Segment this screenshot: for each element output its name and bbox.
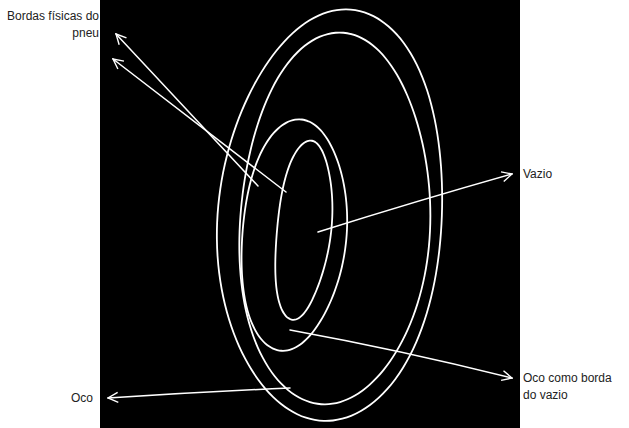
callout-label: Oco como borda do vazio [522,370,626,405]
callout-label: Oco [70,390,100,407]
leader-line [290,330,512,378]
black-ground [100,0,520,428]
leader-line [113,59,286,192]
callout-label: Vazio [522,166,624,183]
leader-line [318,174,512,232]
leader-line [108,388,290,398]
tire-outline [242,119,348,350]
tire-outline [217,9,442,421]
leader-line [116,34,258,186]
tire-outline [239,33,430,405]
callout-label: Bordas físicas do pneu [4,8,100,43]
